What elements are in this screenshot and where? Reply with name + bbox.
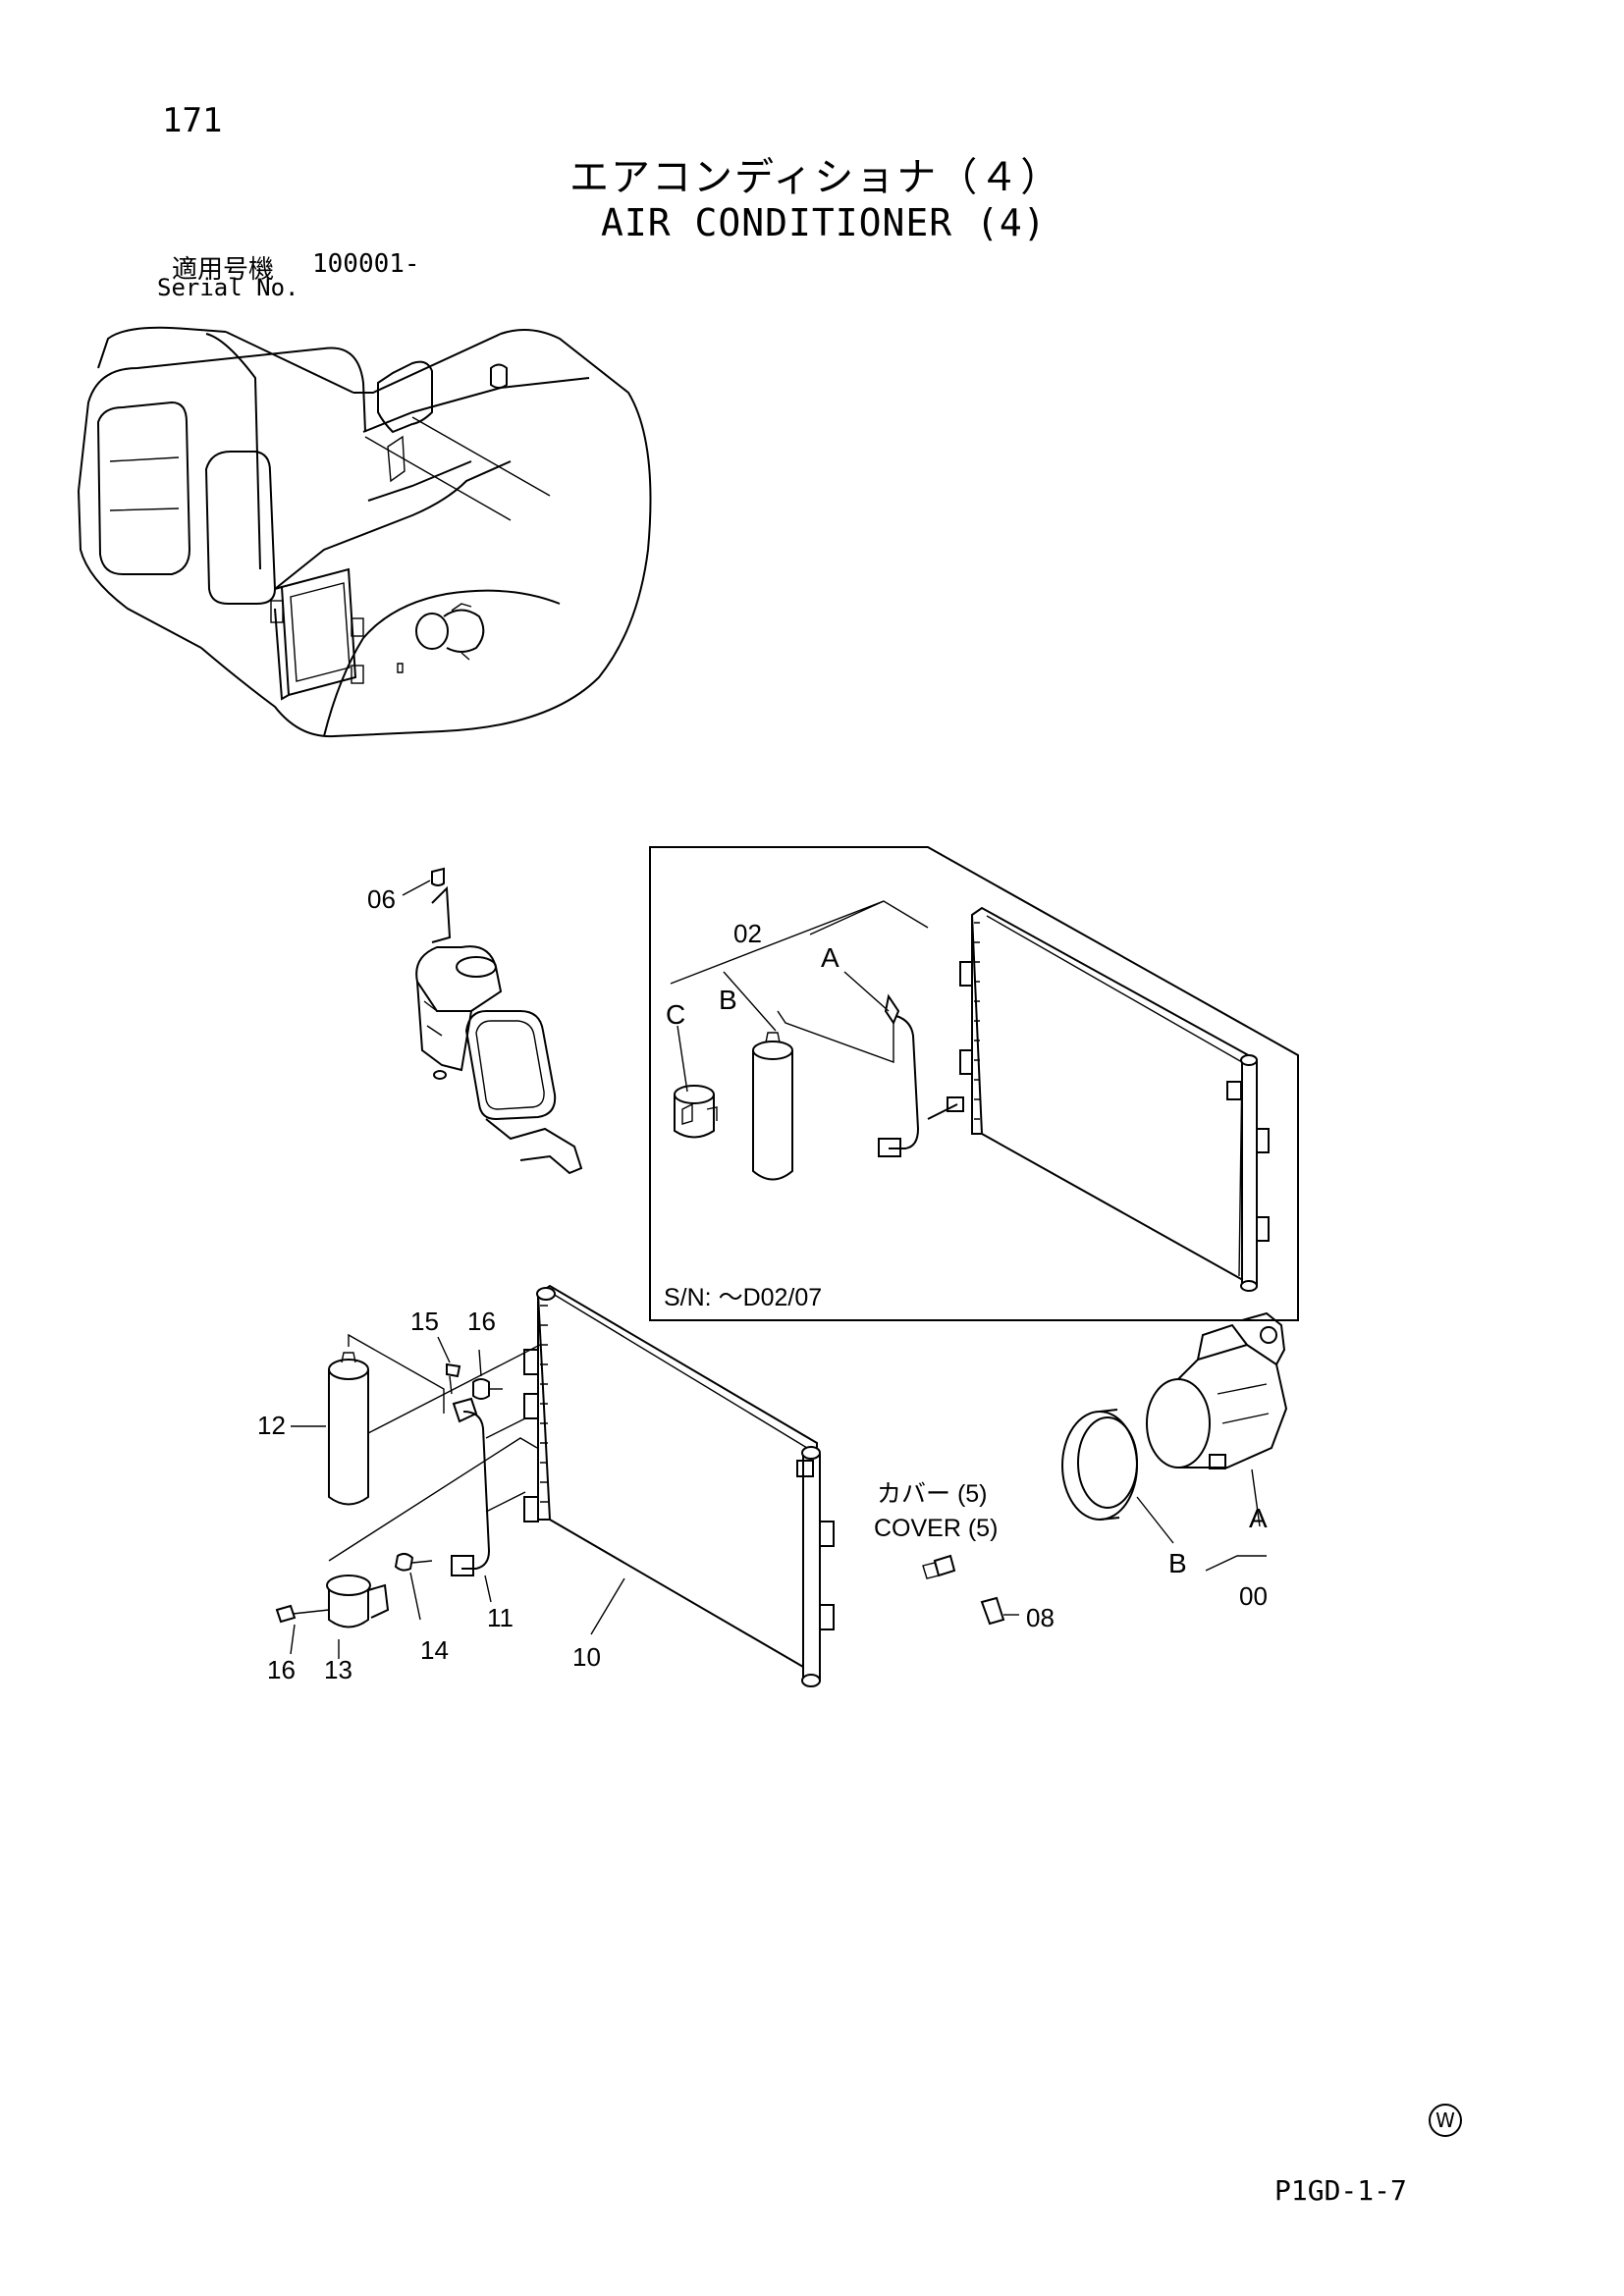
- excavator-overview-illustration: [78, 326, 652, 738]
- serial-number-range: 100001-: [312, 249, 420, 279]
- serial-label-english: Serial No.: [157, 274, 299, 301]
- callout-cover-japanese: カバー (5): [877, 1480, 988, 1508]
- callout-cover-english: COVER (5): [874, 1515, 998, 1542]
- page-title-japanese: エアコンディショナ（４）: [569, 155, 1062, 200]
- inset-callout-02: 02: [733, 919, 762, 948]
- inset-prior-serial-box: 02 A B C S/N: ～D02/07: [649, 846, 1299, 1321]
- callout-16-top: 16: [467, 1307, 496, 1336]
- inset-serial-note: S/N: ～D02/07: [664, 1284, 822, 1311]
- callout-06: 06: [367, 884, 396, 914]
- compressor-illustration: A B 00: [1061, 1311, 1288, 1611]
- compressor-callout-a: A: [1249, 1503, 1268, 1533]
- callout-11: 11: [487, 1603, 514, 1632]
- callout-00: 00: [1239, 1581, 1268, 1611]
- callout-14: 14: [420, 1635, 449, 1665]
- callout-16-bottom: 16: [267, 1655, 296, 1684]
- callout-12: 12: [257, 1411, 286, 1440]
- callout-15: 15: [410, 1307, 439, 1336]
- page-title-english: AIR CONDITIONER (4): [601, 201, 1047, 244]
- inset-callout-c: C: [666, 999, 685, 1030]
- inset-callout-b: B: [719, 985, 737, 1015]
- serial-label-japanese: 適用号機: [172, 255, 275, 285]
- callout-10: 10: [572, 1642, 601, 1672]
- page-number: 171: [162, 101, 223, 140]
- page-footer-code: P1GD-1-7: [1274, 2174, 1407, 2207]
- callout-13: 13: [324, 1655, 352, 1684]
- callout-08: 08: [1026, 1603, 1055, 1632]
- watermark-w-symbol: W: [1429, 2104, 1462, 2137]
- compressor-bracket-illustration: 06: [367, 867, 583, 1175]
- inset-callout-a: A: [821, 942, 839, 973]
- compressor-callout-b: B: [1168, 1548, 1187, 1578]
- cover-parts-illustration: カバー (5) COVER (5) 08: [874, 1480, 1055, 1632]
- condenser-assembly-illustration: 15 16 12 11 14 16 13 10: [257, 1284, 835, 1687]
